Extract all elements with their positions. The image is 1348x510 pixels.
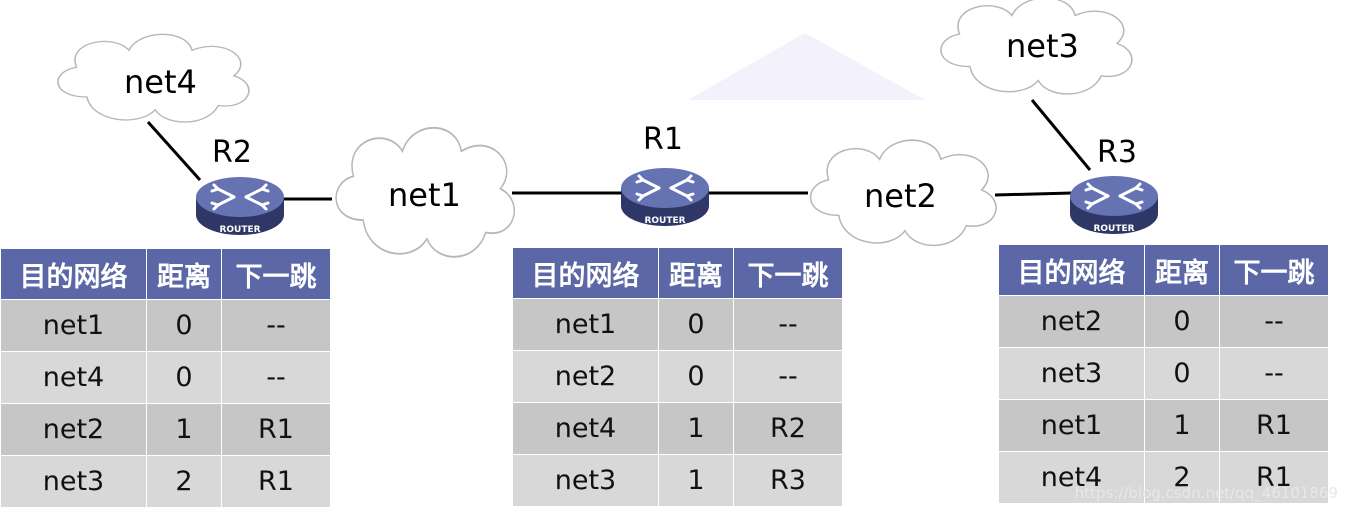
table-row: net4 1 R2 — [512, 402, 843, 455]
cell-dist: 0 — [146, 299, 222, 352]
cell-dest: net3 — [512, 454, 659, 507]
table-header-row: 目的网络 距离 下一跳 — [998, 244, 1329, 296]
cell-dist: 1 — [658, 454, 734, 507]
cell-dest: net4 — [0, 351, 147, 404]
cell-next: R1 — [221, 403, 331, 456]
router-badge: ROUTER — [219, 225, 260, 235]
cloud-label-net2: net2 — [864, 177, 937, 215]
cell-next: R2 — [733, 402, 843, 455]
cell-next: -- — [221, 299, 331, 352]
cell-dest: net2 — [0, 403, 147, 456]
cell-dest: net1 — [998, 399, 1145, 452]
cloud-label-net1: net1 — [388, 176, 461, 214]
router-r1: ROUTER — [619, 166, 711, 228]
cell-next: -- — [1219, 347, 1329, 400]
background-triangle — [688, 33, 925, 100]
cell-next: R1 — [221, 455, 331, 508]
routing-table-r3: 目的网络 距离 下一跳 net2 0 -- net3 0 -- net1 1 R… — [998, 244, 1329, 504]
router-r3: ROUTER — [1068, 174, 1160, 236]
link-net4-r2 — [146, 120, 202, 182]
table-row: net1 0 -- — [0, 299, 331, 352]
router-label-r3: R3 — [1097, 135, 1137, 170]
cell-dest: net4 — [998, 451, 1145, 504]
table-header-row: 目的网络 距离 下一跳 — [0, 248, 331, 300]
cell-dist: 0 — [1144, 347, 1220, 400]
table-row: net2 1 R1 — [0, 403, 331, 456]
header-dist: 距离 — [658, 247, 734, 299]
router-badge: ROUTER — [644, 216, 685, 226]
cell-dist: 1 — [658, 402, 734, 455]
header-next: 下一跳 — [1219, 244, 1329, 296]
cell-dist: 1 — [146, 403, 222, 456]
cell-next: -- — [221, 351, 331, 404]
cell-dist: 2 — [146, 455, 222, 508]
router-label-r1: R1 — [643, 122, 683, 157]
cell-next: -- — [733, 350, 843, 403]
table-row: net1 0 -- — [512, 298, 843, 351]
header-dest: 目的网络 — [998, 244, 1145, 296]
cell-dest: net3 — [0, 455, 147, 508]
cell-dest: net2 — [512, 350, 659, 403]
cell-next: R1 — [1219, 451, 1329, 504]
cloud-label-net3: net3 — [1006, 27, 1079, 65]
router-badge: ROUTER — [1093, 224, 1134, 234]
router-label-r2: R2 — [212, 135, 252, 170]
cell-dest: net3 — [998, 347, 1145, 400]
table-row: net2 0 -- — [998, 295, 1329, 348]
watermark: https://blog.csdn.net/qq_46101869 — [1074, 484, 1338, 502]
cell-dist: 0 — [146, 351, 222, 404]
cell-next: R3 — [733, 454, 843, 507]
cell-next: -- — [1219, 295, 1329, 348]
table-row: net2 0 -- — [512, 350, 843, 403]
header-dist: 距离 — [146, 248, 222, 300]
links — [146, 99, 1092, 201]
table-header-row: 目的网络 距离 下一跳 — [512, 247, 843, 299]
routing-table-r1: 目的网络 距离 下一跳 net1 0 -- net2 0 -- net4 1 R… — [512, 247, 843, 507]
table-row: net1 1 R1 — [998, 399, 1329, 452]
table-row: net3 0 -- — [998, 347, 1329, 400]
cloud-label-net4: net4 — [124, 63, 197, 101]
link-net2-r3 — [994, 191, 1073, 197]
header-dist: 距离 — [1144, 244, 1220, 296]
link-net3-r3 — [1030, 99, 1092, 171]
cell-dest: net2 — [998, 295, 1145, 348]
table-row: net4 0 -- — [0, 351, 331, 404]
table-row: net4 2 R1 — [998, 451, 1329, 504]
router-r2: ROUTER — [194, 175, 286, 237]
cell-dest: net1 — [0, 299, 147, 352]
cell-dist: 0 — [1144, 295, 1220, 348]
header-dest: 目的网络 — [0, 248, 147, 300]
routing-table-r2: 目的网络 距离 下一跳 net1 0 -- net4 0 -- net2 1 R… — [0, 248, 331, 508]
cell-dist: 1 — [1144, 399, 1220, 452]
cell-dest: net4 — [512, 402, 659, 455]
table-row: net3 1 R3 — [512, 454, 843, 507]
header-next: 下一跳 — [221, 248, 331, 300]
table-row: net3 2 R1 — [0, 455, 331, 508]
cell-dist: 0 — [658, 350, 734, 403]
cell-dist: 0 — [658, 298, 734, 351]
header-next: 下一跳 — [733, 247, 843, 299]
cell-next: -- — [733, 298, 843, 351]
cell-dest: net1 — [512, 298, 659, 351]
header-dest: 目的网络 — [512, 247, 659, 299]
cell-next: R1 — [1219, 399, 1329, 452]
